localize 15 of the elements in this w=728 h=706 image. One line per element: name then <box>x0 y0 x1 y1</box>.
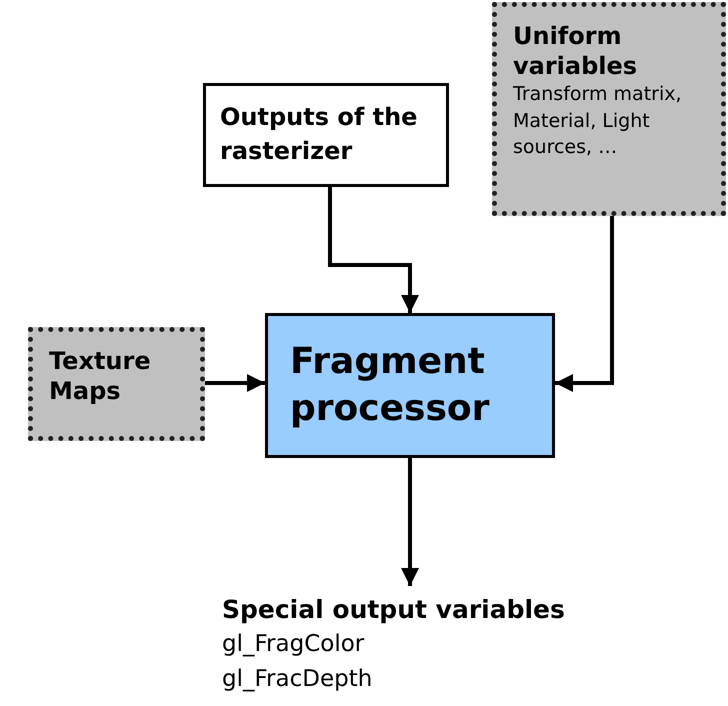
label: Outputs of the rasterizer <box>220 102 418 167</box>
process-box <box>265 313 555 458</box>
heading: Uniform variables <box>513 21 638 81</box>
body-text: Transform matrix, Material, Light sources, … <box>513 82 683 160</box>
arrow <box>401 458 419 586</box>
body-text: gl_FragColor gl_FracDepth <box>222 630 374 694</box>
external-input-box <box>492 2 726 216</box>
external-input-box <box>28 327 205 441</box>
arrow <box>205 374 265 392</box>
input-box <box>203 83 449 187</box>
arrow <box>328 187 419 313</box>
arrow <box>555 216 614 392</box>
heading: Special output variables <box>222 594 566 626</box>
label: Fragment processor <box>290 340 490 430</box>
label: Texture Maps <box>49 346 152 406</box>
